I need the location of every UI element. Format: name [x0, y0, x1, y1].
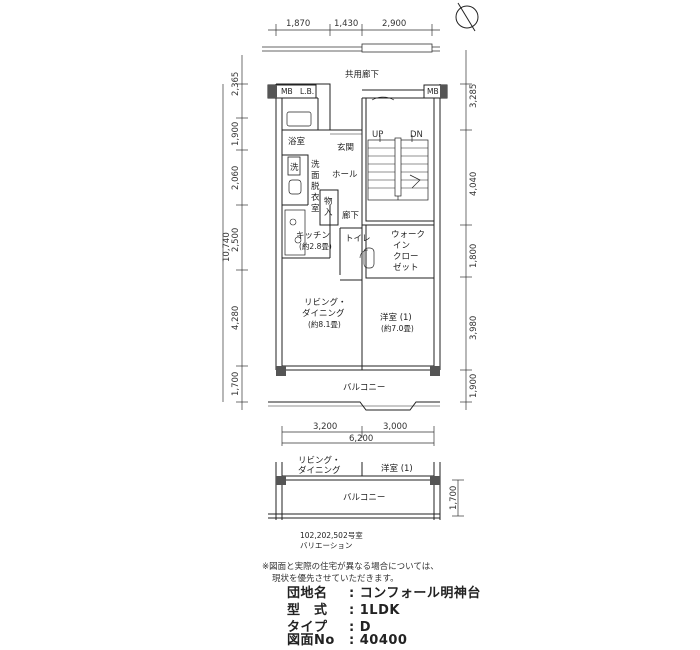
left-dim-2: 1,900: [231, 122, 241, 146]
note-line-2: 現状を優先させていただきます。: [272, 574, 399, 584]
variation-balcony: バルコニー: [343, 493, 385, 503]
note-line-1: ※図面と実際の住宅が異なる場合については、: [262, 562, 439, 572]
living-2: ダイニング: [302, 308, 345, 319]
corridor-label: 共用廊下: [345, 69, 380, 80]
right-dim-2: 4,040: [469, 172, 479, 196]
bottom-dim-1: 3,200: [313, 422, 337, 432]
left-dim-1: 2,365: [231, 72, 241, 96]
variation-western: 洋室 (1): [381, 463, 413, 474]
left-dim-5: 4,280: [231, 306, 241, 330]
bottom-dimensions: [281, 426, 435, 446]
interior-walls: [282, 98, 434, 370]
variation-caption-2: バリエーション: [300, 541, 352, 550]
info-label-name: 団地名: [287, 586, 328, 601]
info-value-drawing: 40400: [359, 633, 408, 648]
western-size: (約7.0畳): [381, 323, 414, 333]
kitchen-label: キッチン: [296, 231, 330, 241]
left-dim-6: 1,700: [231, 372, 241, 396]
western-label: 洋室 (1): [380, 312, 412, 323]
column-right: [430, 366, 440, 376]
variation-plan: [268, 462, 441, 520]
dressing-4: 衣: [311, 192, 320, 203]
disclaimer-note: ※図面と実際の住宅が異なる場合については、 現状を優先させていただきます。: [262, 561, 439, 585]
info-value-name: コンフォール明神台: [359, 586, 481, 601]
outer-walls: [275, 83, 441, 370]
toilet-label: トイレ: [345, 234, 371, 244]
entrance-label: 玄関: [337, 142, 354, 153]
top-dim-2: 1,430: [334, 19, 358, 29]
washer-box: [287, 156, 301, 176]
info-sep-name: :: [349, 586, 355, 601]
walkin-4: ゼット: [393, 262, 419, 273]
corridor-edge: [262, 43, 440, 53]
bottom-total: 6,200: [349, 434, 373, 444]
mb-left-label: MB: [281, 87, 293, 96]
walkin-3: クロー: [393, 252, 419, 262]
kitchen-size: (約2.8畳): [299, 241, 332, 251]
dressing-3: 脱: [311, 181, 320, 192]
info-label-type: 型 式: [287, 603, 328, 618]
info-sep-kind: :: [349, 620, 355, 635]
left-dim-3: 2,060: [231, 166, 241, 190]
info-row-drawing: 図面No: 40400: [287, 633, 407, 649]
kitchen-counter: [284, 209, 306, 256]
info-value-type: 1LDK: [359, 603, 400, 618]
top-dim-3: 2,900: [382, 19, 406, 29]
living-size: (約8.1畳): [308, 319, 341, 329]
left-dim-4: 2,500: [231, 228, 241, 252]
balcony-walls: [268, 365, 440, 411]
top-dimensions: [268, 24, 440, 36]
dn-label: DN: [410, 130, 423, 140]
variation-living-2: ダイニング: [298, 465, 341, 476]
right-dim-4: 3,980: [469, 316, 479, 340]
column-left: [276, 366, 286, 376]
walkin-2: イン: [393, 241, 410, 251]
living-1: リビング・: [304, 297, 347, 308]
top-dim-1: 1,870: [286, 19, 310, 29]
left-dimensions: [222, 55, 248, 410]
up-label: UP: [372, 130, 383, 140]
right-dim-1: 3,285: [469, 84, 479, 108]
toilet-fixture: [363, 247, 375, 269]
right-dimensions: [460, 50, 472, 410]
info-label-kind: タイプ: [287, 620, 328, 635]
storage-1: 物: [324, 196, 333, 207]
mb-right-label: MB: [427, 87, 439, 96]
bathtub: [286, 111, 312, 127]
walkin-1: ウォーク: [391, 230, 425, 240]
bottom-dim-2: 3,000: [383, 422, 407, 432]
info-row-type: 型 式: 1LDK: [287, 603, 400, 619]
balcony-label: バルコニー: [343, 383, 385, 393]
variation-dim: 1,700: [449, 486, 459, 510]
variation-living-1: リビング・: [298, 455, 341, 466]
info-value-kind: D: [359, 620, 372, 635]
north-arrow-icon: [455, 2, 479, 32]
right-dim-5: 1,900: [469, 374, 479, 398]
hallway-label: 廊下: [342, 210, 360, 221]
variation-caption-1: 102,202,502号室: [300, 530, 363, 540]
info-row-kind: タイプ: D: [287, 620, 371, 636]
right-dim-3: 1,800: [469, 244, 479, 268]
storage-2: 入: [324, 208, 333, 218]
dressing-5: 室: [311, 203, 320, 214]
info-label-drawing: 図面No: [287, 633, 335, 648]
bath-label: 浴室: [288, 136, 306, 147]
left-total: 10,740: [222, 232, 232, 262]
info-row-name: 団地名: コンフォール明神台: [287, 586, 481, 602]
info-sep-type: :: [349, 603, 355, 618]
dressing-2: 面: [311, 171, 320, 181]
lb-label: L.B.: [300, 87, 314, 96]
info-sep-drawing: :: [349, 633, 355, 648]
hall-label: ホール: [332, 170, 358, 180]
dressing-1: 洗: [311, 159, 320, 170]
wash-label: 洗: [290, 162, 299, 173]
sink: [288, 179, 302, 195]
